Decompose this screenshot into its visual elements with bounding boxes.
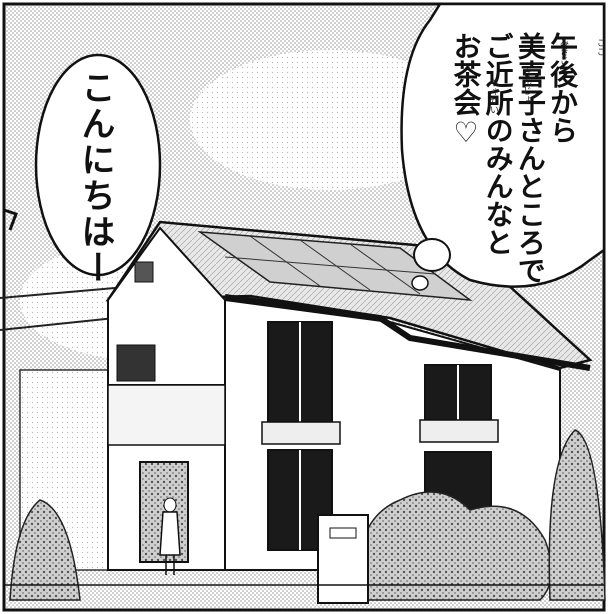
tree [548, 429, 606, 601]
thought-line-3: ご近所のみんなと [481, 32, 515, 256]
ruby-gogo: ごご [595, 38, 605, 56]
mailbox [329, 527, 357, 539]
person-head [163, 497, 177, 513]
vent [134, 261, 154, 283]
thought-bubble-right-text: 午後から 美喜子さんところで ご近所のみんなと お茶会♡ [449, 32, 579, 284]
speech-bubble-left [34, 53, 162, 277]
thought-line-2: 美喜子さんところで [513, 32, 547, 284]
cloud [190, 50, 470, 190]
ruby-kinjo: きんじょ [521, 68, 531, 104]
small-window [116, 344, 156, 382]
thought-dot [413, 238, 451, 272]
person-body [159, 511, 181, 556]
eave [224, 294, 591, 371]
ruby-mikiko: みきこ [558, 38, 568, 65]
thought-dot-small [411, 275, 429, 291]
left-bush [9, 499, 81, 601]
ruby-chakai: ちゃかい [488, 78, 498, 114]
thought-line-4: お茶会♡ [449, 32, 483, 149]
thought-line-1: 午後から [546, 32, 579, 144]
speech-bubble-left-text: こんにちはー [75, 70, 115, 286]
